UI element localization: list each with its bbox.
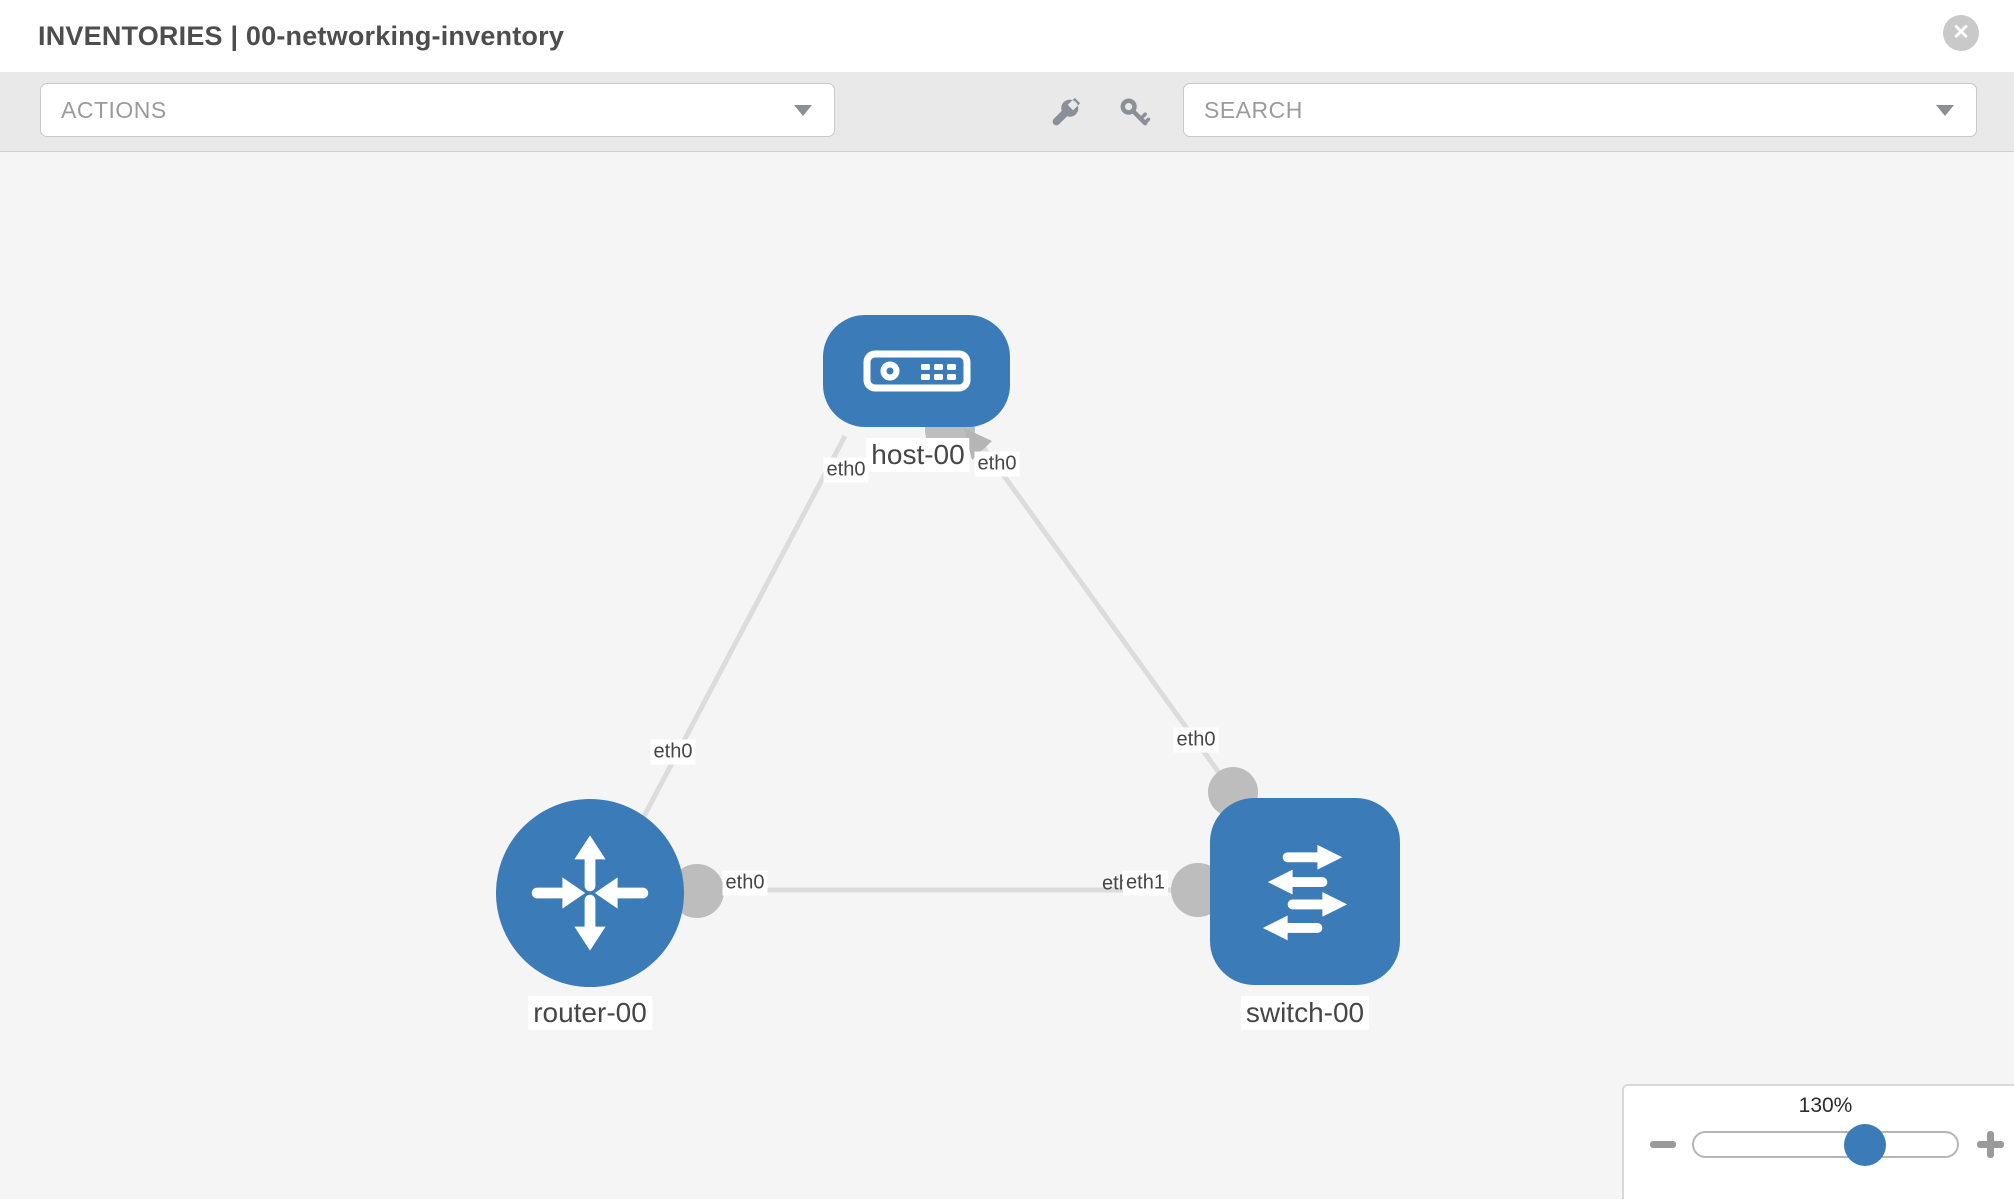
search-dropdown[interactable]: SEARCH [1183,83,1977,137]
connector-router-right [670,864,724,918]
zoom-level-readout: 130% [1798,1094,1853,1117]
interface-label-host-router-router-end: eth0 [650,739,696,765]
interface-label-front: eth1 [1123,870,1168,896]
switch-icon [1262,844,1348,940]
close-icon[interactable]: ✕ [1943,15,1979,51]
wrench-icon[interactable] [1047,95,1083,131]
router-icon [531,835,649,951]
zoom-slider-knob[interactable] [1844,1124,1886,1166]
node-label-router: router-00 [528,996,652,1030]
interface-label-host-switch-host-end: eth0 [974,451,1020,477]
interface-label-occluded: eth0 [1102,872,1129,895]
interface-label-host-router-host-end: eth0 [823,457,869,483]
topology-links-layer [639,405,1258,918]
zoom-out-button[interactable] [1650,1141,1676,1148]
key-icon[interactable] [1117,95,1153,131]
actions-dropdown-label: ACTIONS [61,96,167,123]
node-label-host: host-00 [866,438,970,472]
zoom-in-button[interactable] [1977,1131,2004,1158]
page-title: INVENTORIES | 00-networking-inventory [38,21,565,51]
arrowhead-to-host [964,428,992,460]
chevron-down-icon [794,105,812,116]
toolbar: ACTIONS SEARCH [0,72,2014,152]
zoom-panel: 130% [1622,1084,2014,1199]
actions-dropdown[interactable]: ACTIONS [40,83,835,137]
interface-label-router-switch-router-end: eth0 [722,870,768,896]
node-switch-00[interactable] [1210,798,1400,985]
zoom-slider-track[interactable] [1692,1131,1959,1158]
chevron-down-icon [1936,105,1954,116]
search-dropdown-label: SEARCH [1204,96,1303,123]
node-router-00[interactable] [496,799,684,987]
interface-label-host-switch-switch-end: eth0 [1173,727,1219,753]
host-icon [863,350,970,392]
header: INVENTORIES | 00-networking-inventory ✕ [0,0,2014,72]
topology-canvas[interactable]: host-00 router-00 switch-00 eth0 eth0 et… [0,152,2014,1199]
node-host-00[interactable] [823,315,1010,427]
node-label-switch: switch-00 [1240,996,1370,1030]
interface-label-router-switch-switch-end: eth0eth1 [1102,870,1168,896]
